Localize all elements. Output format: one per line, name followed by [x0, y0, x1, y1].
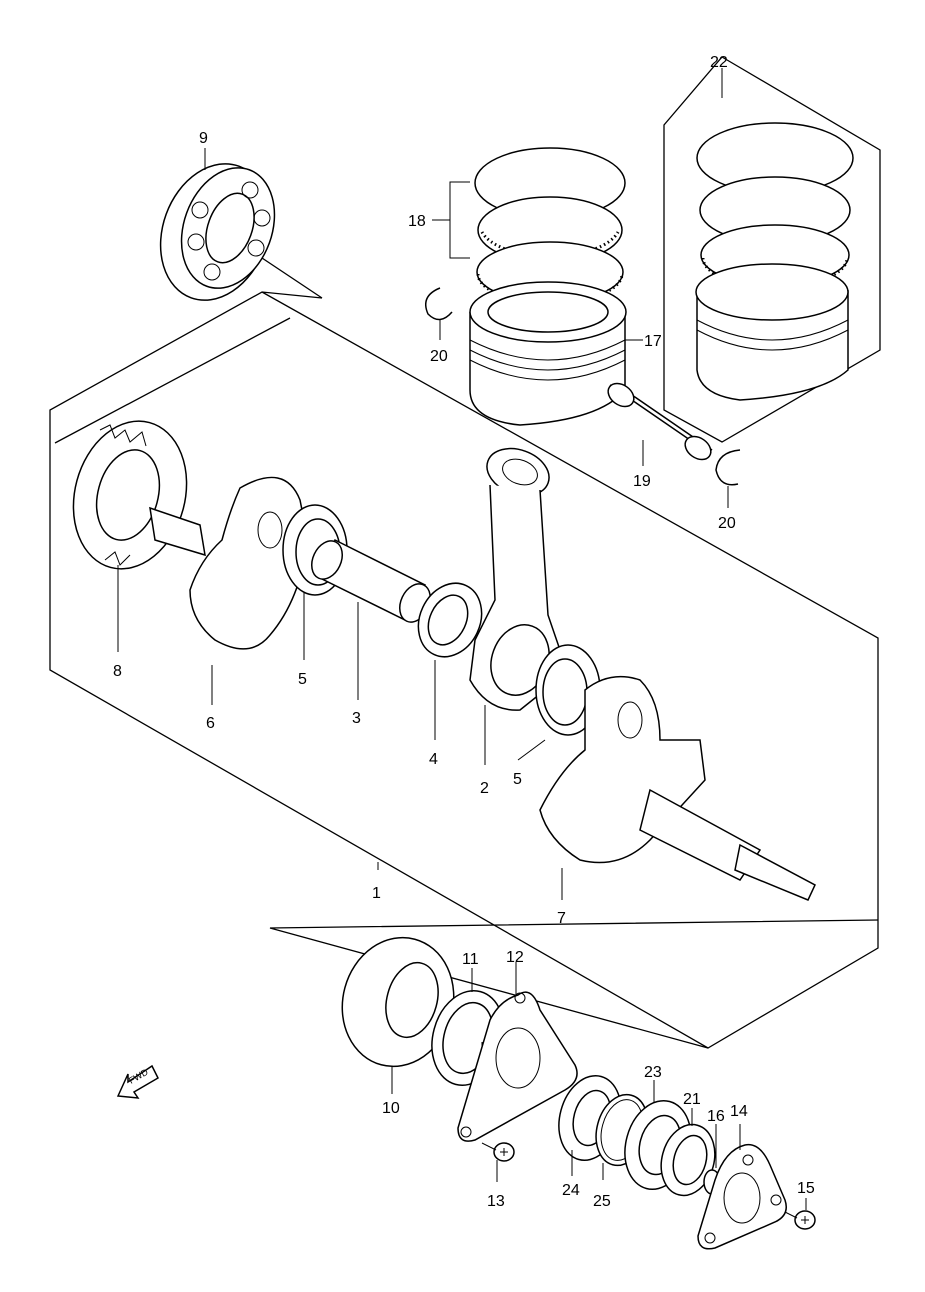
callout-6: 6 [206, 715, 215, 732]
crank-pin-3 [311, 538, 431, 700]
circlip-20-upper [425, 287, 453, 340]
fwd-arrow-icon: FWD [116, 1064, 159, 1099]
callout-24: 24 [562, 1182, 580, 1199]
main-bearing-9 [159, 148, 323, 301]
callout-15: 15 [797, 1180, 815, 1197]
seal-11 [431, 968, 505, 1086]
piston-rings-18 [432, 147, 626, 305]
callout-1: 1 [372, 885, 381, 902]
callout-3: 3 [352, 710, 361, 727]
piston-17 [469, 281, 643, 426]
callout-23: 23 [644, 1064, 662, 1081]
callout-16: 16 [707, 1108, 725, 1125]
callout-25: 25 [593, 1193, 611, 1210]
needle-bearing-4 [417, 582, 483, 740]
callout-9: 9 [199, 130, 208, 147]
callout-14: 14 [730, 1103, 748, 1120]
callout-20b: 20 [718, 515, 736, 532]
callout-4: 4 [429, 751, 438, 768]
callout-13: 13 [487, 1193, 505, 1210]
piston-set-22 [695, 122, 854, 401]
callout-8: 8 [113, 663, 122, 680]
crankshaft-assembly-frame [49, 291, 879, 1049]
callout-11: 11 [462, 951, 479, 968]
callout-18: 18 [408, 213, 426, 230]
callout-20a: 20 [430, 348, 448, 365]
retainer-plate-12 [457, 962, 578, 1142]
oil-seal-10 [341, 936, 455, 1094]
screw-15 [784, 1198, 816, 1230]
screw-13 [481, 1142, 515, 1182]
plate-14 [697, 1124, 787, 1250]
circlip-20-lower [715, 449, 741, 508]
crank-half-7 [539, 675, 816, 901]
callout-17: 17 [644, 333, 662, 350]
callout-21: 21 [683, 1091, 701, 1108]
piston-set-frame [663, 56, 881, 443]
callout-5b: 5 [513, 771, 522, 788]
callout-2: 2 [480, 780, 489, 797]
callout-10: 10 [382, 1100, 400, 1117]
callout-5a: 5 [298, 671, 307, 688]
shim-21 [660, 1108, 716, 1197]
callout-22: 22 [710, 54, 728, 71]
callout-7: 7 [557, 910, 566, 927]
callout-12: 12 [506, 949, 524, 966]
callout-19: 19 [633, 473, 651, 490]
piston-pin-19 [607, 382, 713, 466]
callout-labels: 1 2 3 4 5 5 6 7 8 9 10 11 12 13 14 15 16… [113, 54, 815, 1210]
crank-half-6 [149, 476, 309, 705]
